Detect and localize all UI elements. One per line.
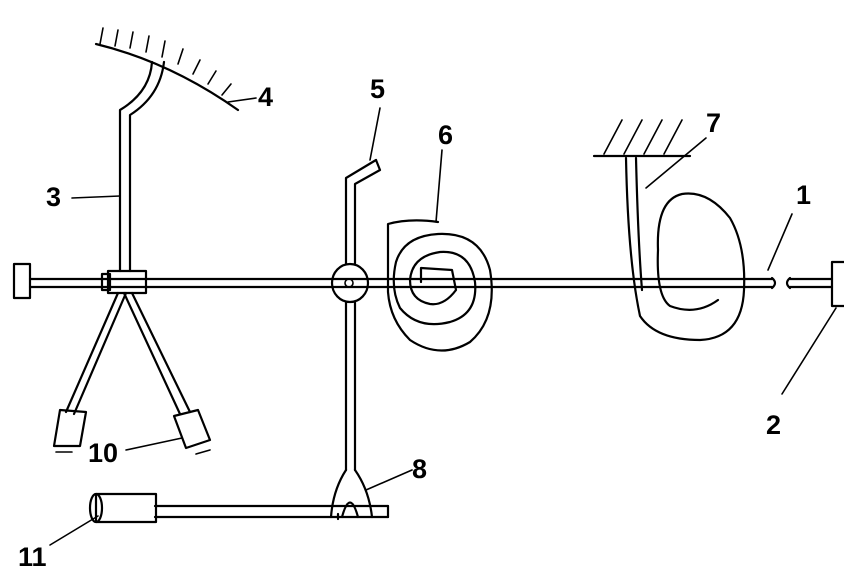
shaft-clamp [100,269,148,295]
bottom-rod [153,504,390,519]
label-6: 6 [438,120,453,150]
label-1: 1 [796,180,811,210]
spiral-spring-6 [386,219,493,352]
arm-5 [344,158,382,266]
cylinder-11 [88,492,158,524]
label-10: 10 [88,438,118,468]
leader-lines [49,97,837,546]
arm-to-fork [344,300,357,472]
label-3: 3 [46,182,61,212]
legs-10 [52,291,212,455]
label-4: 4 [258,82,273,112]
left-end-cap [12,262,32,300]
right-end-block [830,260,844,308]
label-2: 2 [766,410,781,440]
main-shaft [28,276,834,290]
fixed-surface-4 [94,27,240,112]
label-11: 11 [18,542,47,570]
fixed-support-7 [592,119,692,158]
fork-8 [329,468,374,521]
label-7: 7 [706,108,721,138]
label-8: 8 [412,454,427,484]
center-hub [330,262,370,304]
spring-7 [624,156,746,342]
rod-3 [118,60,166,273]
label-5: 5 [370,74,385,104]
